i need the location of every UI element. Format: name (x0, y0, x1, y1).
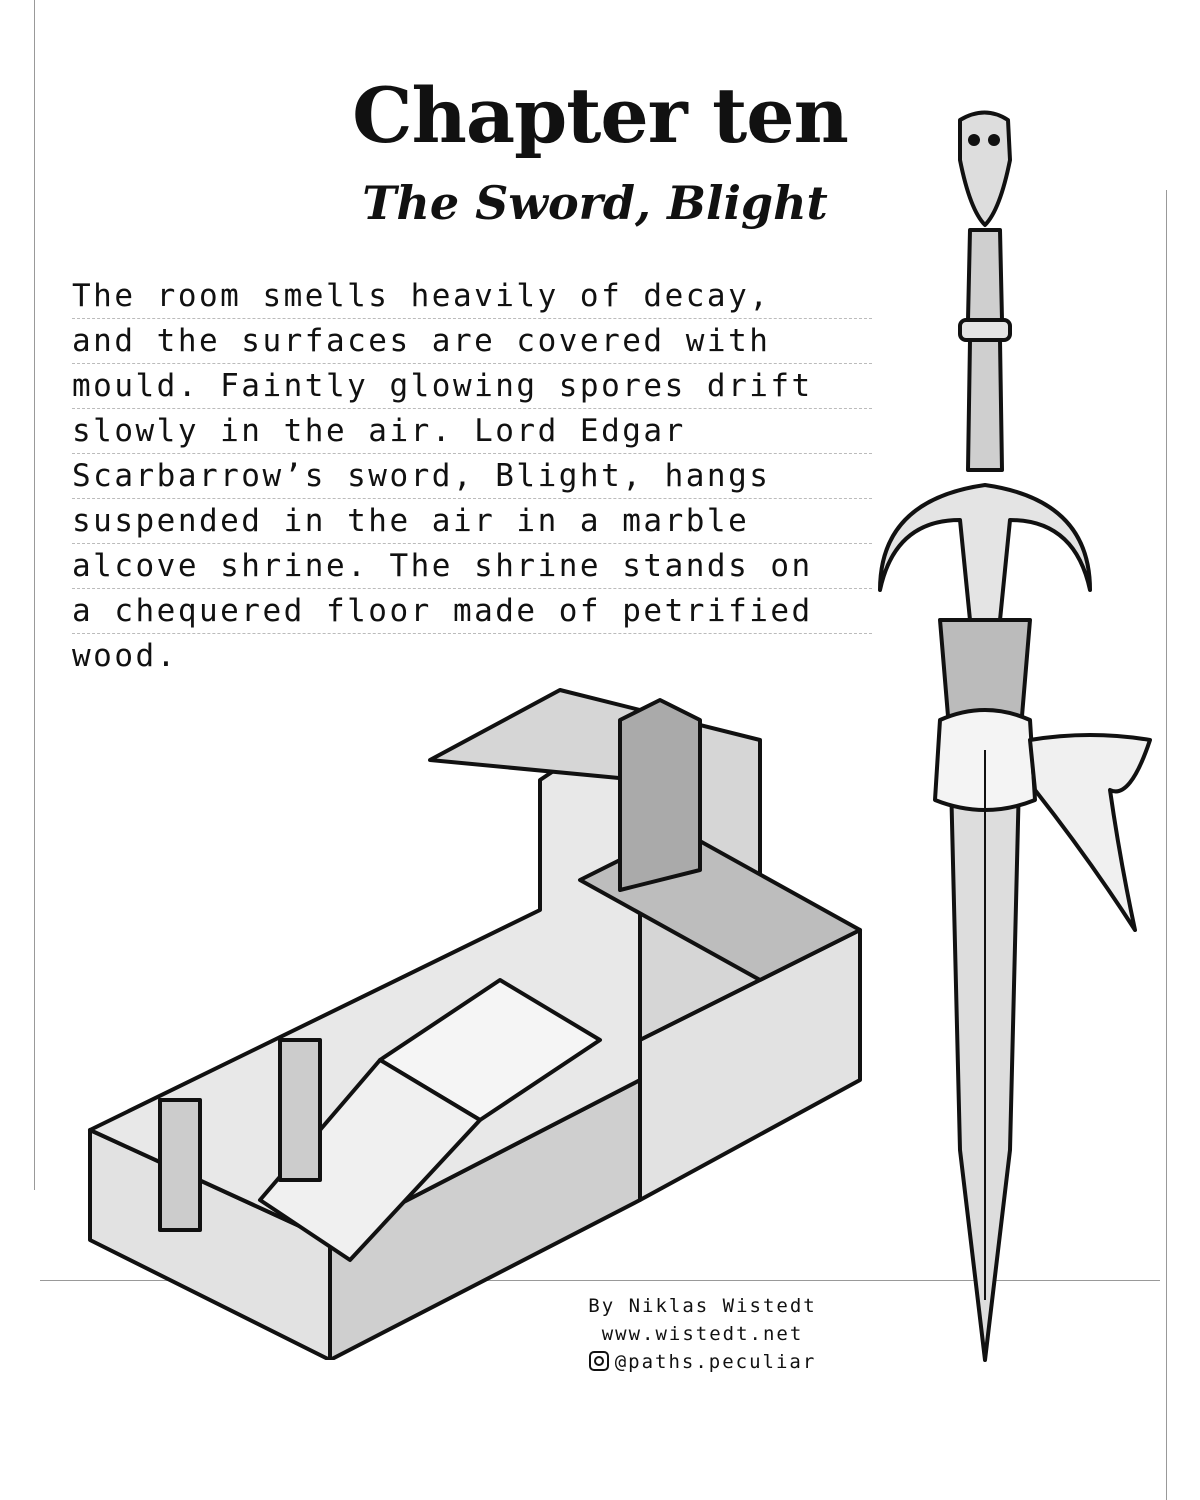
text-line: a chequered floor made of petrified (72, 589, 872, 634)
margin-line-bottom (40, 1280, 1160, 1281)
instagram-icon (588, 1351, 609, 1371)
chapter-title: Chapter ten (352, 71, 849, 160)
ruin-illustration (88, 688, 862, 1360)
instagram-handle: @paths.peculiar (614, 1351, 817, 1373)
text-line: suspended in the air in a marble (72, 499, 872, 544)
website-link[interactable]: www.wistedt.net (601, 1323, 804, 1345)
author-credit: By Niklas Wistedt (588, 1295, 817, 1317)
instagram-credit[interactable]: @paths.peculiar (560, 1348, 845, 1376)
text-line: slowly in the air. Lord Edgar (72, 409, 872, 454)
text-line: wood. (72, 638, 178, 674)
text-line: Scarbarrow’s sword, Blight, hangs (72, 454, 872, 499)
text-line: The room smells heavily of decay, (72, 274, 872, 319)
credits: By Niklas Wistedt www.wistedt.net @paths… (560, 1292, 845, 1376)
text-line: mould. Faintly glowing spores drift (72, 364, 872, 409)
text-line: alcove shrine. The shrine stands on (72, 544, 872, 589)
margin-line-right (1166, 190, 1167, 1500)
chapter-subtitle: The Sword, Blight (362, 176, 828, 230)
sword-illustration (878, 110, 1152, 1362)
margin-line-left (34, 0, 35, 1190)
room-description: The room smells heavily of decay, and th… (72, 274, 872, 679)
text-line: and the surfaces are covered with (72, 319, 872, 364)
